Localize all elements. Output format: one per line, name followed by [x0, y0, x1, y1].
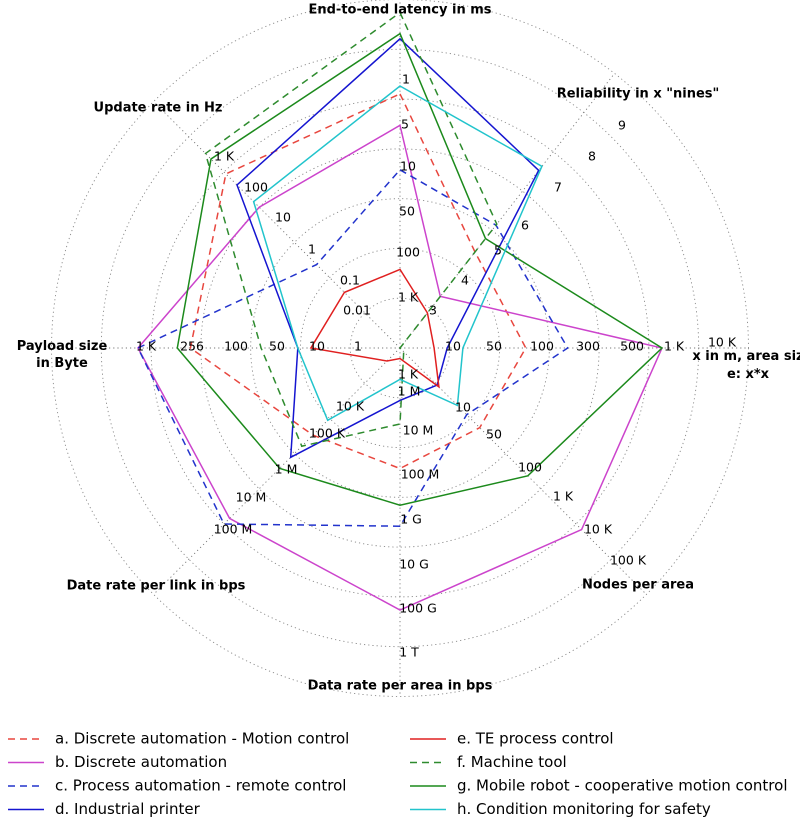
- tick-reliability-0: 3: [429, 303, 437, 318]
- tick-payload-3: 100: [224, 339, 248, 354]
- series-line-g: [176, 32, 664, 506]
- axis-title-layer: End-to-end latency in ms Reliability in x…: [17, 3, 800, 694]
- tick-latency-2: 50: [399, 204, 415, 219]
- series-line-f: [204, 11, 498, 448]
- legend-item-f: f. Machine tool: [410, 753, 567, 771]
- tick-update-2: 1: [308, 242, 316, 257]
- legend-label: g. Mobile robot - cooperative motion con…: [457, 777, 788, 795]
- series-line-c: [136, 168, 569, 527]
- tick-area-6: 10 K: [708, 335, 737, 350]
- tick-rate_area-7: 1 T: [399, 645, 419, 660]
- tick-latency-1: 100: [396, 245, 420, 260]
- tick-latency-5: 1: [402, 72, 410, 87]
- legend-label: c. Process automation - remote control: [55, 777, 346, 795]
- tick-rate_link-1: 100 K: [309, 426, 346, 441]
- tick-rate_link-4: 100 M: [214, 522, 253, 537]
- tick-update-5: 1 K: [214, 149, 235, 164]
- tick-nodes-3: 1 K: [553, 489, 574, 504]
- tick-area-1: 50: [486, 339, 502, 354]
- tick-area-2: 100: [530, 339, 554, 354]
- tick-payload-0: 1: [354, 339, 362, 354]
- grid-ring-4: [200, 148, 600, 548]
- tick-rate_area-6: 100 G: [399, 601, 437, 616]
- grid-ring-7: [51, 0, 749, 697]
- tick-rate_link-3: 10 M: [236, 490, 267, 505]
- tick-payload-4: 256: [180, 339, 204, 354]
- tick-payload-1: 10: [309, 339, 325, 354]
- tick-nodes-5: 100 K: [610, 553, 647, 568]
- tick-rate_area-1: 1 M: [398, 384, 421, 399]
- tick-update-4: 100: [244, 180, 268, 195]
- tick-rate_link-2: 1 M: [275, 462, 298, 477]
- tick-rate_link-0: 10 K: [336, 399, 365, 414]
- axis-spoke-rate_link: [153, 347, 401, 595]
- tick-nodes-4: 10 K: [584, 522, 613, 537]
- legend-label: h. Condition monitoring for safety: [457, 800, 711, 818]
- axis-spoke-nodes: [399, 347, 647, 595]
- grid-ring-2: [299, 247, 501, 449]
- tick-reliability-1: 4: [461, 273, 469, 288]
- legend-label: b. Discrete automation: [55, 753, 227, 771]
- tick-payload-2: 50: [269, 339, 285, 354]
- axis-title-latency: End-to-end latency in ms: [308, 3, 491, 18]
- legend-label: a. Discrete automation - Motion control: [55, 730, 349, 748]
- tick-reliability-5: 8: [588, 149, 596, 164]
- tick-nodes-2: 100: [518, 460, 542, 475]
- series-line-h: [252, 85, 543, 422]
- legend-item-a: a. Discrete automation - Motion control: [8, 730, 349, 748]
- axis-title-nodes: Nodes per area: [582, 578, 694, 593]
- series-line-d: [236, 37, 540, 459]
- legend-label: f. Machine tool: [457, 753, 567, 771]
- tick-nodes-1: 50: [486, 427, 502, 442]
- tick-latency-0: 1 K: [398, 290, 419, 305]
- series-line-e: [309, 268, 440, 389]
- tick-area-5: 1 K: [664, 339, 685, 354]
- legend-label: d. Industrial printer: [55, 800, 201, 818]
- tick-update-3: 10: [275, 210, 291, 225]
- legend-item-b: b. Discrete automation: [8, 753, 227, 771]
- series-line-b: [137, 124, 664, 611]
- grid-ring-3: [250, 198, 550, 498]
- axis-spoke-reliability: [399, 73, 615, 349]
- tick-area-3: 300: [576, 339, 600, 354]
- axis-title-rate_area: Data rate per area in bps: [308, 679, 493, 694]
- grid-ring-1: [349, 297, 451, 399]
- axis-title-rate_link: Date rate per link in bps: [67, 579, 246, 594]
- tick-nodes-0: 10: [455, 400, 471, 415]
- legend-item-h: h. Condition monitoring for safety: [410, 800, 711, 818]
- tick-area-4: 500: [620, 339, 644, 354]
- tick-rate_area-0: 1 K: [398, 367, 419, 382]
- axis-title-update: Update rate in Hz: [94, 101, 223, 116]
- legend-item-g: g. Mobile robot - cooperative motion con…: [410, 777, 788, 795]
- tick-rate_area-2: 10 M: [403, 423, 434, 438]
- tick-payload-5: 1 K: [136, 339, 157, 354]
- legend-item-e: e. TE process control: [410, 730, 614, 748]
- tick-latency-3: 10: [400, 159, 416, 174]
- tick-area-0: 10: [445, 339, 461, 354]
- tick-update-1: 0.1: [340, 273, 360, 288]
- legend: a. Discrete automation - Motion control b…: [8, 730, 788, 818]
- axis-spoke-update: [153, 101, 401, 349]
- tick-reliability-3: 6: [521, 218, 529, 233]
- legend-item-c: c. Process automation - remote control: [8, 777, 346, 795]
- series-layer: [136, 11, 664, 611]
- tick-rate_area-4: 1 G: [400, 512, 422, 527]
- legend-label: e. TE process control: [457, 730, 614, 748]
- tick-rate_area-3: 100 M: [401, 467, 440, 482]
- grid-layer: [51, 0, 749, 697]
- tick-update-0: 0.01: [343, 303, 371, 318]
- tick-reliability-2: 5: [494, 243, 502, 258]
- tick-layer: 1 K 100 50 10 5 1 3 4 5 6 7 8 9 10 50 100 300 500 1 K 10 K 1…: [136, 72, 737, 660]
- tick-rate_area-5: 10 G: [399, 557, 429, 572]
- tick-reliability-4: 7: [554, 180, 562, 195]
- tick-latency-4: 5: [401, 117, 409, 132]
- tick-reliability-6: 9: [618, 118, 626, 133]
- axis-title-reliability: Reliability in x "nines": [557, 87, 720, 102]
- legend-item-d: d. Industrial printer: [8, 800, 201, 818]
